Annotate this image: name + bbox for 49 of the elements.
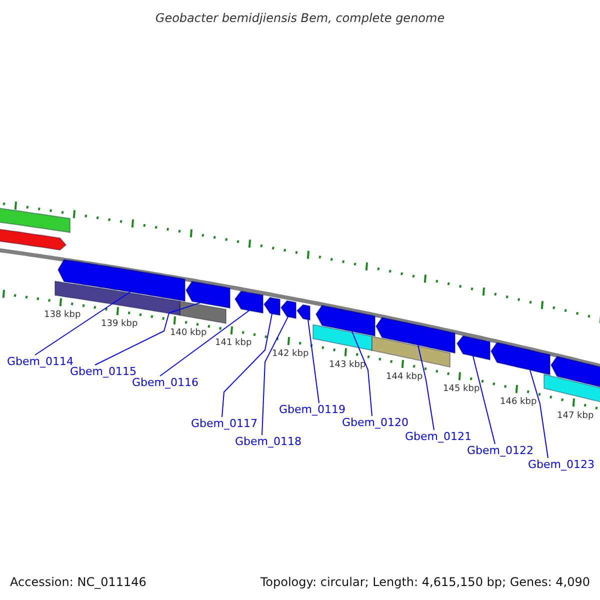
leader-line [34,292,130,356]
scale-label: 141 kbp [215,339,252,348]
feature-bar [180,300,226,324]
scale-label: 142 kbp [272,350,309,360]
leader-line [472,356,496,444]
feature-bar [0,206,70,234]
scale-label: 147 kbp [557,412,594,420]
scale-label: 138 kbp [44,311,81,320]
gene-label: Gbem_0120 [342,417,408,428]
feature-bar [372,336,450,368]
gene-feature [315,304,376,337]
gene-feature [234,290,264,314]
gene-label: Gbem_0116 [132,377,198,388]
gene-label: Gbem_0119 [279,404,346,415]
leader-line [94,302,200,366]
gene-feature [490,342,550,376]
leader-line [418,344,434,430]
gene-feature [185,280,230,309]
gene-feature [375,316,456,354]
scale-label: 143 kbp [329,361,366,370]
leader-line [352,330,372,416]
gene-label: Gbem_0121 [405,431,472,442]
scale-label: 140 kbp [170,329,207,338]
scale-label: 146 kbp [500,398,537,408]
gene-feature [263,296,280,316]
feature-bar [312,324,372,352]
gene-label: Gbem_0122 [467,445,534,456]
gene-label: Gbem_0115 [70,366,136,377]
gene-feature [456,335,490,361]
feature-block [0,227,67,251]
leader-line [222,313,272,418]
feature-bar [544,374,600,405]
gene-label: Gbem_0117 [191,418,258,429]
gene-label: Gbem_0123 [528,459,594,470]
leader-line [262,316,288,436]
scale-label: 145 kbp [443,385,480,394]
leader-line [308,319,320,404]
title: Geobacter bemidjiensis Bem, complete genome [155,11,445,25]
leader-line [530,370,548,458]
gene-label: Gbem_0118 [235,436,302,447]
gene-feature [296,304,310,321]
gene-feature [57,259,186,302]
gene-label: Gbem_0114 [7,356,74,367]
accession-text: Accession: NC_011146 [10,576,146,588]
scale-label: 144 kbp [386,372,423,382]
scale-label: 139 kbp [101,320,138,329]
genome-info-text: Topology: circular; Length: 4,615,150 bp; Genes: 4,090 [260,576,590,588]
leader-line [160,310,250,376]
gene-feature [280,300,296,319]
